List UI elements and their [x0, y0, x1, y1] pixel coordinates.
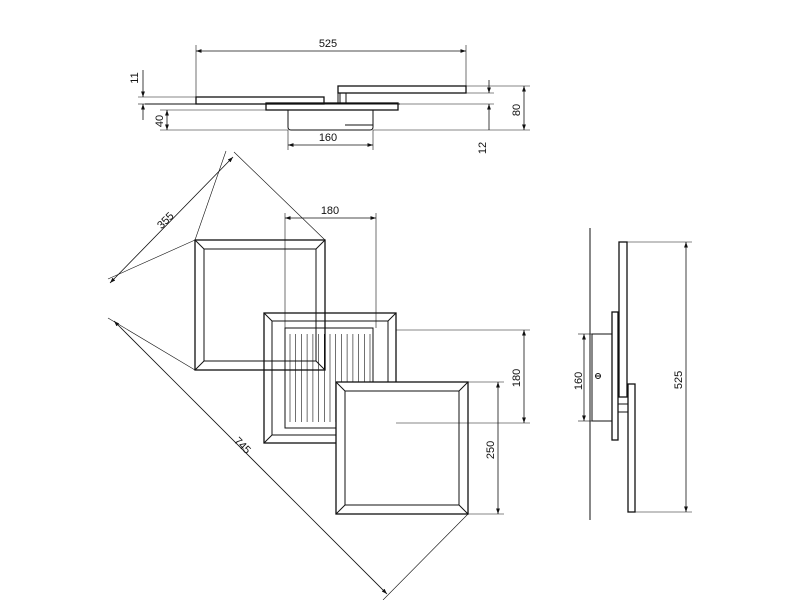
side-view: 160 525 — [573, 228, 692, 520]
ext-line — [107, 239, 196, 280]
upper-square-frame-inner — [203, 248, 317, 362]
left-panel-profile — [195, 96, 325, 105]
dim-side-total-label: 525 — [673, 371, 685, 389]
side-middle-plate — [611, 311, 619, 441]
side-base-box — [591, 333, 613, 422]
dim-line-diag-short — [109, 156, 234, 284]
right-panel-profile — [337, 85, 467, 94]
middle-plate-profile — [265, 102, 399, 111]
side-lower-panel — [627, 383, 636, 513]
dim-lower-height-label: 250 — [485, 441, 497, 459]
base-box-profile — [287, 110, 374, 131]
upper-square-frame-outer — [194, 239, 326, 371]
ext-line — [107, 317, 196, 371]
dim-total-height-label: 80 — [511, 104, 523, 116]
dim-base-width-label: 160 — [319, 132, 337, 144]
ext-line — [194, 150, 227, 241]
dim-side-base-label: 160 — [573, 372, 585, 390]
lower-square-frame-outer — [335, 381, 469, 515]
ext-line — [382, 513, 469, 600]
dim-line-diag-long — [113, 320, 388, 595]
top-elevation-view: 525 11 40 160 80 12 — [129, 38, 530, 154]
dim-diag-long-label: 745 — [231, 435, 252, 456]
plan-view: 180 180 250 355 745 — [107, 150, 530, 600]
dim-gap-label: 12 — [477, 142, 489, 154]
side-upper-panel — [618, 241, 628, 398]
dim-thickness-label: 11 — [129, 72, 141, 83]
dim-base-height-label: 40 — [154, 115, 166, 127]
dim-diag-short-label: 355 — [155, 210, 176, 231]
sensor-icon — [595, 373, 601, 379]
dim-mid-width-label: 180 — [321, 205, 339, 217]
panel-bracket — [339, 92, 347, 105]
dim-mid-height-label: 180 — [511, 369, 523, 387]
side-connector-arm — [617, 403, 629, 413]
dim-top-width-label: 525 — [319, 38, 337, 50]
ext-line — [233, 151, 326, 241]
